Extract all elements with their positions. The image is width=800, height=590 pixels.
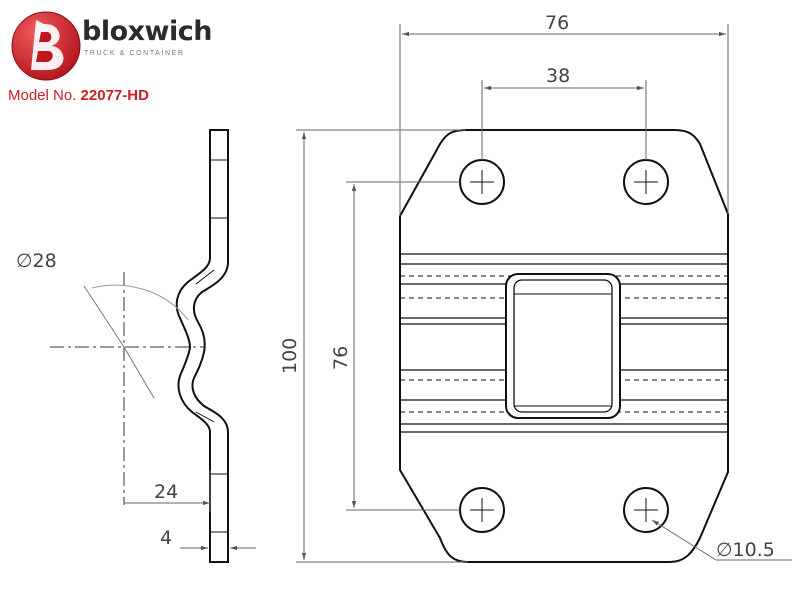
side-view [175, 129, 229, 563]
central-slot [505, 273, 621, 419]
side-profile [175, 129, 229, 563]
bloxwich-logo [11, 11, 81, 81]
hole-diameter-label: ∅10.5 [716, 539, 775, 561]
model-prefix: Model No. [8, 87, 77, 104]
overall-height-label: 100 [279, 338, 301, 374]
plate-outline [399, 129, 729, 563]
model-label: Model No. 22077-HD [8, 87, 149, 104]
overall-width-label: 76 [545, 12, 569, 34]
hole-spacing-x-label: 38 [546, 65, 570, 87]
bend-depth-label: 24 [154, 481, 178, 503]
hole-spacing-y-label: 76 [330, 346, 352, 370]
brand-tagline: TRUCK & CONTAINER [84, 50, 185, 57]
front-view [399, 129, 729, 563]
brand-name: bloxwich [82, 16, 212, 47]
model-number: 22077-HD [80, 87, 149, 104]
thickness-label: 4 [160, 527, 172, 549]
bend-diameter-label: ∅28 [16, 250, 57, 272]
